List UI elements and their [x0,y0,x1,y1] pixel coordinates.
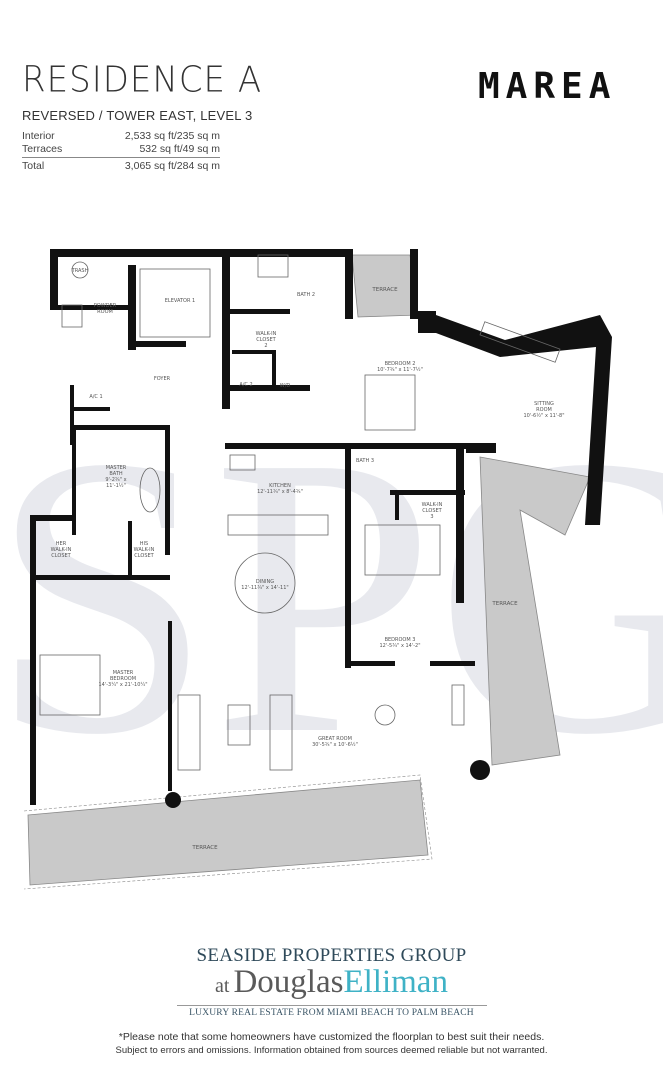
area-row-terraces: Terraces 532 sq ft/49 sq m [22,143,220,156]
area-table: Interior 2,533 sq ft/235 sq m Terraces 5… [22,130,220,173]
svg-text:GREAT ROOM: GREAT ROOM [318,736,352,742]
svg-text:30'-5¾" x 10'-6½": 30'-5¾" x 10'-6½" [312,741,358,748]
svg-text:ROOM: ROOM [536,407,552,413]
area-label: Total [22,160,45,172]
logo-divider [176,1005,487,1006]
svg-text:SITTING: SITTING [534,401,554,407]
svg-text:A/C 2: A/C 2 [239,382,252,388]
area-label: Interior [22,130,55,142]
svg-text:DINING: DINING [256,579,274,585]
trash-chute [71,261,89,279]
svg-text:WALK-IN: WALK-IN [51,547,72,553]
logo-at: at [215,975,230,997]
header: RESIDENCE A REVERSED / TOWER EAST, LEVEL… [0,0,663,200]
svg-text:MASTER: MASTER [113,670,134,676]
floor-plan: SPG [0,225,663,945]
errors-disclaimer: Subject to errors and omissions. Informa… [115,1045,548,1056]
svg-text:ROOM: ROOM [97,309,113,315]
svg-text:BEDROOM: BEDROOM [110,676,136,682]
sofa-left [177,694,201,771]
svg-text:FOYER: FOYER [154,376,171,382]
terrace-bottom [27,779,429,886]
svg-text:MASTER: MASTER [106,465,127,471]
residence-title: RESIDENCE A [22,59,263,101]
svg-text:HIS: HIS [140,541,148,547]
svg-text:ELEVATOR 1: ELEVATOR 1 [165,298,195,304]
svg-text:3: 3 [430,514,433,520]
fixtures [39,254,561,771]
area-label: Terraces [22,142,63,155]
svg-text:CLOSET: CLOSET [134,553,154,559]
spg-watermark: SPG [0,374,663,817]
svg-text:10'-6½" x 11'-8": 10'-6½" x 11'-8" [523,412,564,419]
svg-text:2: 2 [264,343,267,349]
area-value: 2,533 sq ft/235 sq m [124,130,220,142]
logo-douglas: Douglas [233,964,344,1000]
area-row-total: Total 3,065 sq ft/284 sq m [22,157,220,173]
svg-text:12'-5¾" x 14'-2": 12'-5¾" x 14'-2" [379,643,420,649]
svg-text:BATH: BATH [109,471,123,477]
svg-text:POWDER: POWDER [94,303,117,309]
watermark-text: SPG [0,374,663,817]
logo-elliman: Elliman [343,964,448,1000]
residence-subtitle: REVERSED / TOWER EAST, LEVEL 3 [22,108,253,123]
terrace-top [351,254,419,318]
svg-text:11'-1½": 11'-1½" [106,482,126,489]
logo-seaside-properties: SEASIDE PROPERTIES GROUP [196,945,467,966]
dining-table [234,552,296,614]
sitting-desk [479,321,561,363]
area-value: 532 sq ft/49 sq m [139,142,220,155]
svg-text:CLOSET: CLOSET [256,337,276,343]
room-labels: TRASH POWDER ROOM ELEVATOR 1 BATH 2 WALK… [51,268,565,851]
terraces [23,254,591,890]
master-bed [39,654,101,716]
svg-text:9'-2¾" x: 9'-2¾" x [105,477,126,483]
logo-tagline: LUXURY REAL ESTATE FROM MIAMI BEACH TO P… [189,1008,474,1018]
svg-text:HER: HER [56,541,67,547]
svg-text:TERRACE: TERRACE [191,845,218,851]
svg-text:CLOSET: CLOSET [422,508,442,514]
svg-text:BEDROOM 3: BEDROOM 3 [385,637,416,643]
bed-3 [364,524,441,576]
svg-text:WALK-IN: WALK-IN [256,331,277,337]
side-table [374,704,396,726]
elevator-cab [139,268,211,338]
sofa-right [269,694,293,771]
svg-text:WALK-IN: WALK-IN [134,547,155,553]
svg-text:A/C 1: A/C 1 [89,394,102,400]
svg-text:TERRACE: TERRACE [491,601,518,607]
svg-text:BATH 2: BATH 2 [297,292,315,298]
kitchen-island [227,514,329,536]
svg-text:KITCHEN: KITCHEN [269,483,291,489]
marea-logo: MAREA [478,66,617,107]
svg-text:BATH 3: BATH 3 [356,458,374,464]
area-row-interior: Interior 2,533 sq ft/235 sq m [22,130,220,143]
svg-text:WALK-IN: WALK-IN [422,502,443,508]
disclaimer: *Please note that some homeowners have c… [0,1030,663,1058]
svg-text:TRASH: TRASH [71,268,89,274]
coffee-table [227,704,251,746]
svg-text:10'-7¾" x 11'-7½": 10'-7¾" x 11'-7½" [377,366,423,373]
svg-text:14'-3¼" x 21'-10¼": 14'-3¼" x 21'-10¼" [98,682,147,688]
svg-text:12'-11¾" x 14'-11": 12'-11¾" x 14'-11" [241,585,288,591]
svg-text:BEDROOM 2: BEDROOM 2 [385,361,416,367]
svg-text:TERRACE: TERRACE [371,287,398,293]
walls [30,249,612,808]
customization-note: *Please note that some homeowners have c… [118,1031,545,1043]
svg-text:CLOSET: CLOSET [51,553,71,559]
svg-text:12'-11¾" x 8'-4¾": 12'-11¾" x 8'-4¾" [257,489,303,495]
bathtub [139,467,161,513]
svg-text:W/D: W/D [280,383,291,389]
area-value: 3,065 sq ft/284 sq m [124,160,220,172]
bed-2 [364,374,416,431]
